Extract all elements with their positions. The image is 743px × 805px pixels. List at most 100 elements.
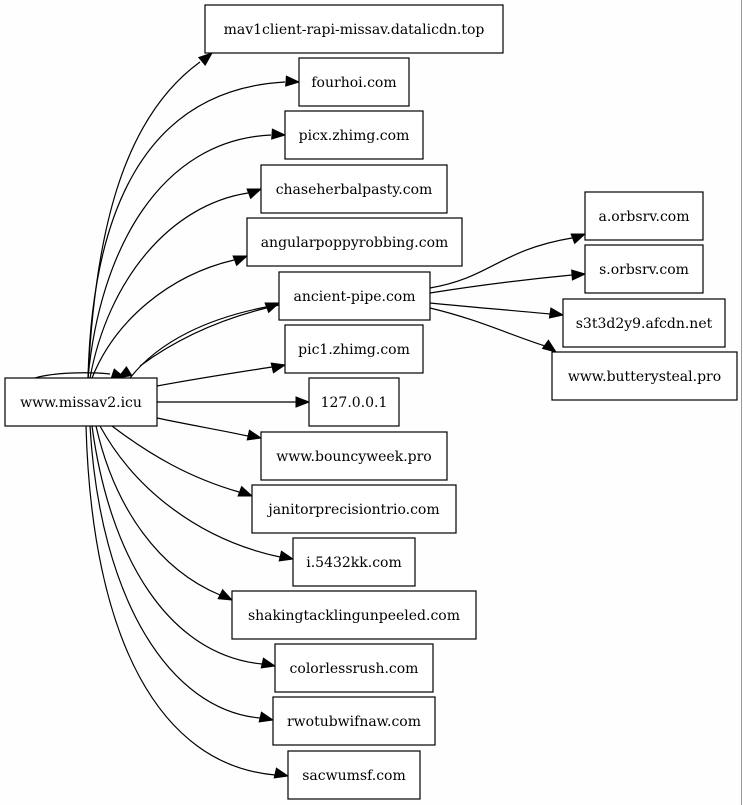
edges-layer [34,52,587,779]
edge-n6-to-m3 [429,302,565,319]
edge-root-to-n9 [156,417,263,441]
edge-line [34,372,111,379]
node-label: s3t3d2y9.afcdn.net [576,316,713,332]
arrowhead-icon [258,711,275,723]
node-label: colorlessrush.com [290,661,419,677]
edge-line [87,81,286,379]
edge-line [129,306,267,379]
arrowhead-icon [246,188,263,200]
node-pic1-zhimg-com[interactable]: pic1.zhimg.com [284,324,424,374]
node-label: picx.zhimg.com [299,128,410,144]
arrowhead-icon [271,128,287,140]
node-s-orbsrv-com[interactable]: s.orbsrv.com [584,244,704,294]
edge-root-to-n3 [87,128,287,379]
edge-root-to-n14 [89,425,275,723]
edge-root-to-root [34,368,127,380]
edge-line [429,302,551,315]
node-picx-zhimg-com[interactable]: picx.zhimg.com [284,110,424,160]
edge-n6-to-m4 [429,307,558,353]
edge-root-to-n1 [87,52,214,379]
edge-line [95,425,221,596]
node-box [308,377,400,427]
edge-root-to-n4 [89,188,263,379]
edge-n6-to-m1 [429,233,587,289]
arrowhead-icon [232,255,249,267]
edge-line [91,259,235,379]
arrowhead-icon [285,75,301,87]
edge-root-to-n13 [91,425,277,669]
node-www-missav2-icu[interactable]: www.missav2.icu [4,377,158,427]
node-www-butterysteal-pro[interactable]: www.butterysteal.pro [551,351,738,401]
edge-line [156,417,249,437]
arrowhead-icon [278,550,295,562]
node-box [260,431,448,481]
node-label: 127.0.0.1 [321,395,388,411]
edge-root-to-n15 [85,425,290,779]
node-box [278,271,431,321]
node-box [562,298,726,348]
edge-line [429,237,573,289]
node-label: sacwumsf.com [302,768,406,784]
node-label: i.5432kk.com [306,555,402,571]
arrowhead-icon [116,366,133,379]
arrowhead-icon [570,233,587,245]
arrowhead-icon [273,767,290,779]
window-right-border [741,0,742,805]
edge-root-to-n11 [99,425,295,562]
edge-line [85,425,276,776]
node-box [284,110,424,160]
node-ancient-pipe-com[interactable]: ancient-pipe.com [278,271,431,321]
node-label: angularpoppyrobbing.com [261,235,449,251]
node-a-orbsrv-com[interactable]: a.orbsrv.com [584,191,704,241]
arrowhead-icon [260,657,277,669]
edge-line [429,307,546,347]
edge-line [156,366,273,387]
node-box [584,191,704,241]
node-angularpoppyrobbing-com[interactable]: angularpoppyrobbing.com [246,217,463,267]
node-fourhoi-com[interactable]: fourhoi.com [298,57,410,107]
edge-line [139,304,280,367]
edge-root-to-n6 [129,302,281,379]
node-www-bouncyweek-pro[interactable]: www.bouncyweek.pro [260,431,448,481]
node-box [584,244,704,294]
node-mav1client-rapi-missav-datalicdn-top[interactable]: mav1client-rapi-missav.datalicdn.top [204,4,504,54]
arrowhead-icon [197,52,214,67]
node-label: janitorprecisiontrio.com [266,502,439,518]
arrowhead-icon [246,429,263,441]
node-janitorprecisiontrio-com[interactable]: janitorprecisiontrio.com [251,484,457,534]
arrowhead-icon [217,588,234,601]
node-colorlessrush-com[interactable]: colorlessrush.com [274,643,434,693]
node-sacwumsf-com[interactable]: sacwumsf.com [287,750,421,800]
node-box [4,377,158,427]
edge-line [91,425,263,665]
node-box [298,57,410,107]
edge-root-to-n10 [111,425,254,497]
node-label: s.orbsrv.com [599,262,689,278]
node-box [551,351,738,401]
node-box [231,590,477,640]
node-i-5432kk-com[interactable]: i.5432kk.com [292,537,416,587]
node-box [274,643,434,693]
node-s3t3d2y9-afcdn-net[interactable]: s3t3d2y9.afcdn.net [562,298,726,348]
edge-line [111,425,240,493]
node-127-0-0-1[interactable]: 127.0.0.1 [308,377,400,427]
edge-root-to-n5 [91,255,249,379]
node-box [246,217,463,267]
node-box [272,696,436,746]
node-label: ancient-pipe.com [293,289,415,305]
node-rwotubwifnaw-com[interactable]: rwotubwifnaw.com [272,696,436,746]
edge-root-to-n8 [157,396,311,408]
node-label: shakingtacklingunpeeled.com [248,608,460,624]
edge-line [99,425,281,558]
node-label: www.missav2.icu [20,395,142,411]
edge-n6-to-m2 [429,269,587,294]
edge-n6-to-root [116,304,280,379]
node-chaseherbalpasty-com[interactable]: chaseherbalpasty.com [260,164,448,214]
node-box [260,164,448,214]
node-shakingtacklingunpeeled-com[interactable]: shakingtacklingunpeeled.com [231,590,477,640]
node-label: a.orbsrv.com [599,209,690,225]
arrowhead-icon [295,396,311,408]
arrowhead-icon [270,362,287,374]
node-label: www.butterysteal.pro [568,369,721,385]
